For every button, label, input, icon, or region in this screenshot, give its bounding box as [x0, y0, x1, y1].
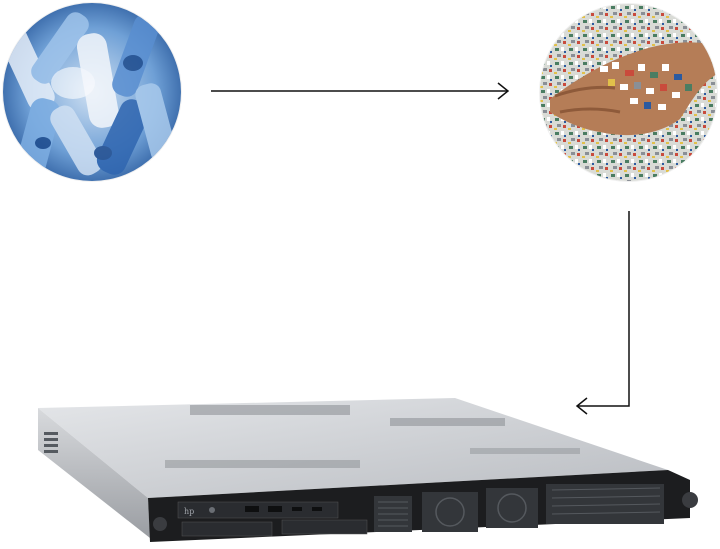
right-arrow-icon: [211, 82, 510, 100]
top-vents: [165, 405, 580, 468]
down-left-arrow-icon: [575, 211, 630, 415]
rack-server-icon: hp: [38, 398, 698, 542]
plastic-flakes-image: [540, 4, 717, 181]
front-panel: hp: [153, 484, 698, 537]
brand-logo: hp: [184, 507, 194, 516]
plastic-bottles-image: [3, 3, 181, 181]
plastic-bottles-icon: [3, 3, 181, 181]
plastic-flakes-icon: [540, 4, 717, 181]
